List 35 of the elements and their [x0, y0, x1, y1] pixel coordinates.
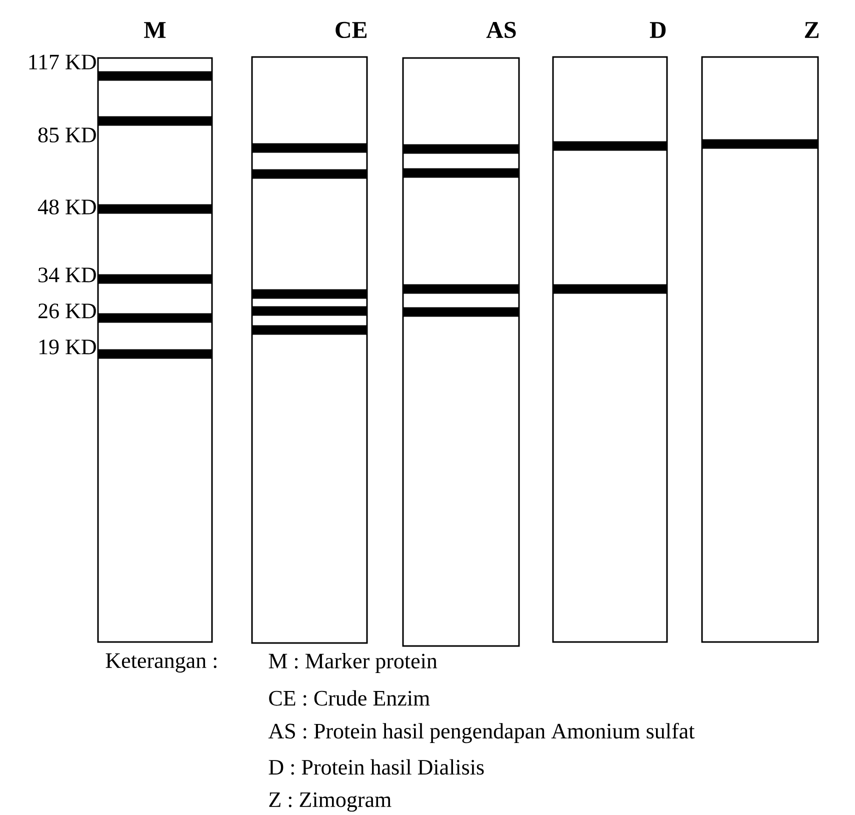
protein-band	[252, 289, 368, 299]
protein-band	[552, 284, 668, 294]
protein-band	[552, 141, 668, 151]
legend-text: Z : Zimogram	[269, 792, 392, 812]
protein-band	[402, 307, 520, 317]
protein-band	[98, 116, 212, 126]
protein-band	[98, 349, 212, 359]
lane-label: AS	[486, 22, 516, 38]
protein-band	[98, 313, 212, 323]
legend-text: D : Protein hasil Dialisis	[268, 759, 484, 775]
protein-band	[252, 143, 368, 153]
protein-band	[252, 306, 368, 316]
protein-band	[98, 274, 212, 284]
protein-band	[402, 168, 520, 178]
size-marker-label: 26 KD	[38, 304, 96, 318]
lane-label: M	[144, 22, 166, 38]
size-marker-label: 19 KD	[39, 340, 96, 354]
legend-text: CE : Crude Enzim	[269, 690, 430, 706]
size-marker-label: 117 KD	[29, 54, 96, 70]
protein-band	[402, 144, 520, 154]
legend-text: M : Marker protein	[268, 653, 438, 673]
protein-band	[402, 284, 520, 294]
lane-label: D	[650, 22, 666, 38]
protein-band	[702, 139, 818, 149]
legend-text: Keterangan :	[106, 653, 216, 673]
size-marker-label: 48 KD	[38, 200, 96, 214]
protein-band	[98, 204, 212, 214]
lane-label: CE	[336, 22, 367, 38]
size-marker-label: 34 KD	[38, 268, 96, 282]
legend-text: AS : Protein hasil pengendapan Amonium sulfat	[268, 722, 695, 744]
size-marker-label: 85 KD	[38, 128, 96, 142]
protein-band	[252, 325, 368, 335]
protein-band	[252, 169, 368, 179]
protein-band	[98, 71, 212, 81]
lane-label: Z	[804, 22, 819, 38]
